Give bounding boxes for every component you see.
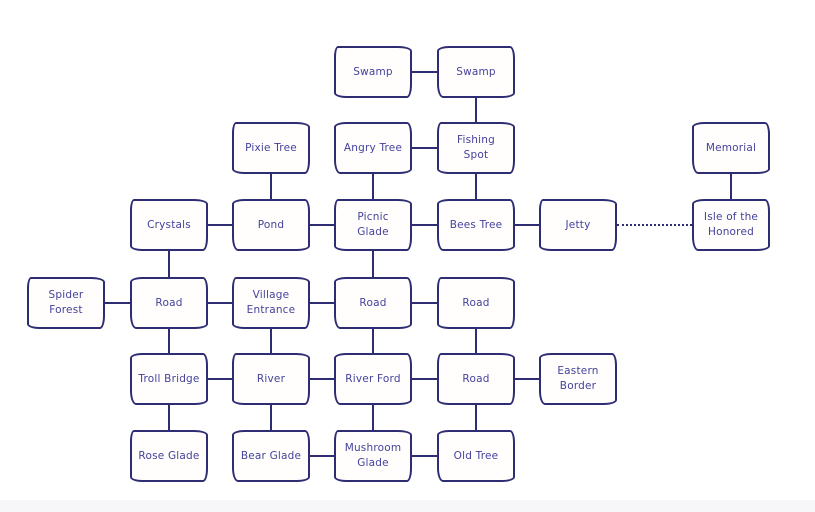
node-label: Isle of the Honored (703, 211, 759, 238)
edge-crystals-road-1 (168, 251, 170, 277)
node-rose-glade[interactable]: Rose Glade (130, 430, 208, 482)
node-label: Road (462, 296, 490, 309)
edge-river-ford-mushroom-glade (372, 405, 374, 430)
node-label: Pond (257, 218, 285, 231)
node-eastern-border[interactable]: Eastern Border (539, 353, 617, 405)
node-label: Memorial (705, 141, 757, 154)
node-bees-tree[interactable]: Bees Tree (437, 199, 515, 251)
node-label: Eastern Border (557, 365, 599, 392)
node-label: Swamp (456, 65, 496, 78)
edge-crystals-pond (208, 224, 232, 226)
edge-river-bear-glade (270, 405, 272, 430)
node-label: River (256, 372, 286, 385)
node-swamp-2[interactable]: Swamp (437, 46, 515, 98)
node-road-2[interactable]: Road (334, 277, 412, 329)
node-isle-of-the-honored[interactable]: Isle of the Honored (692, 199, 770, 251)
node-label: Spider Forest (48, 289, 84, 316)
edge-fishing-spot-bees-tree (475, 174, 477, 199)
node-label: Village Entrance (246, 289, 296, 316)
edge-troll-bridge-rose-glade (168, 405, 170, 430)
edge-swamp-1-swamp-2 (412, 71, 437, 73)
edge-memorial-isle-of-the-honored (730, 174, 732, 199)
edge-bees-tree-jetty (515, 224, 539, 226)
edge-road-2-river-ford (372, 329, 374, 353)
edge-road-4-eastern-border (515, 378, 539, 380)
edge-road-3-road-4 (475, 329, 477, 353)
node-label: Road (155, 296, 183, 309)
node-label: Swamp (353, 65, 393, 78)
node-label: Picnic Glade (357, 211, 389, 238)
node-label: Rose Glade (138, 449, 200, 462)
node-road-4[interactable]: Road (437, 353, 515, 405)
node-picnic-glade[interactable]: Picnic Glade (334, 199, 412, 251)
node-troll-bridge[interactable]: Troll Bridge (130, 353, 208, 405)
node-label: River Ford (345, 372, 401, 385)
node-label: Old Tree (453, 449, 499, 462)
edge-picnic-glade-bees-tree (412, 224, 437, 226)
node-river-ford[interactable]: River Ford (334, 353, 412, 405)
node-label: Troll Bridge (138, 372, 200, 385)
edge-troll-bridge-river (208, 378, 232, 380)
node-road-1[interactable]: Road (130, 277, 208, 329)
edge-picnic-glade-road-2 (372, 251, 374, 277)
node-pixie-tree[interactable]: Pixie Tree (232, 122, 310, 174)
edge-road-4-old-tree (475, 405, 477, 430)
edge-angry-tree-fishing-spot (412, 147, 437, 149)
edge-pond-picnic-glade (310, 224, 334, 226)
node-label: Crystals (147, 218, 191, 231)
node-village-entrance[interactable]: Village Entrance (232, 277, 310, 329)
page-bottom-strip (0, 500, 815, 512)
node-label: Road (462, 372, 490, 385)
edge-road-2-road-3 (412, 302, 437, 304)
node-jetty[interactable]: Jetty (539, 199, 617, 251)
edge-river-river-ford (310, 378, 334, 380)
node-crystals[interactable]: Crystals (130, 199, 208, 251)
edge-pixie-tree-pond (270, 174, 272, 199)
node-spider-forest[interactable]: Spider Forest (27, 277, 105, 329)
edge-village-entrance-road-2 (310, 302, 334, 304)
node-label: Jetty (565, 218, 591, 231)
node-label: Bees Tree (449, 218, 503, 231)
edge-angry-tree-picnic-glade (372, 174, 374, 199)
edge-village-entrance-river (270, 329, 272, 353)
node-swamp-1[interactable]: Swamp (334, 46, 412, 98)
node-label: Bear Glade (240, 449, 302, 462)
node-road-3[interactable]: Road (437, 277, 515, 329)
edge-road-1-troll-bridge (168, 329, 170, 353)
node-label: Angry Tree (343, 141, 403, 154)
edge-river-ford-road-4 (412, 378, 437, 380)
edge-bear-glade-mushroom-glade (310, 455, 334, 457)
node-pond[interactable]: Pond (232, 199, 310, 251)
edge-mushroom-glade-old-tree (412, 455, 437, 457)
node-memorial[interactable]: Memorial (692, 122, 770, 174)
node-river[interactable]: River (232, 353, 310, 405)
edge-jetty-isle-of-the-honored-dotted (617, 224, 692, 226)
node-label: Mushroom Glade (344, 442, 402, 469)
node-mushroom-glade[interactable]: Mushroom Glade (334, 430, 412, 482)
edge-road-1-village-entrance (208, 302, 232, 304)
edge-swamp-2-fishing-spot (475, 98, 477, 122)
node-old-tree[interactable]: Old Tree (437, 430, 515, 482)
node-label: Road (359, 296, 387, 309)
node-angry-tree[interactable]: Angry Tree (334, 122, 412, 174)
node-bear-glade[interactable]: Bear Glade (232, 430, 310, 482)
edge-spider-forest-road-1 (105, 302, 130, 304)
node-label: Pixie Tree (245, 141, 297, 154)
node-fishing-spot[interactable]: Fishing Spot (437, 122, 515, 174)
node-label: Fishing Spot (457, 134, 495, 161)
